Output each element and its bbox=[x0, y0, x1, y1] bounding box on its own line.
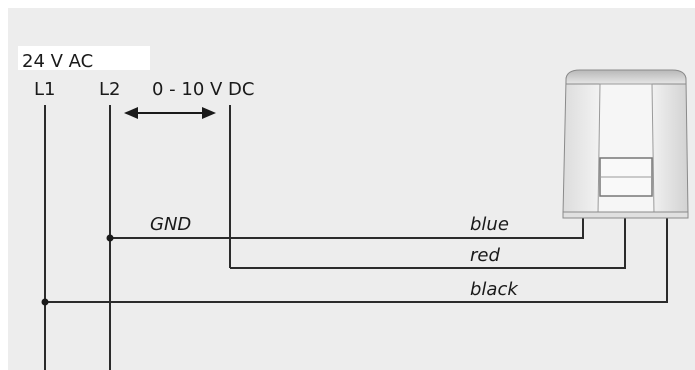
double-arrow-icon bbox=[124, 107, 216, 119]
l2-label: L2 bbox=[99, 79, 120, 100]
red-wire bbox=[230, 218, 626, 269]
l1-label: L1 bbox=[34, 79, 55, 100]
blue-wire-label: blue bbox=[470, 214, 509, 235]
red-wire-label: red bbox=[470, 245, 500, 266]
black-wire bbox=[45, 214, 668, 303]
signal-label: 0 - 10 V DC bbox=[152, 79, 254, 100]
black-wire-label: black bbox=[470, 279, 519, 300]
label-patch bbox=[18, 46, 150, 70]
gnd-label: GND bbox=[150, 214, 191, 235]
gnd-junction-dot bbox=[106, 234, 114, 242]
l1-junction-dot bbox=[41, 298, 49, 306]
supply-voltage-label: 24 V AC bbox=[22, 51, 93, 72]
actuator-icon bbox=[562, 69, 689, 219]
blue-wire bbox=[110, 218, 584, 239]
